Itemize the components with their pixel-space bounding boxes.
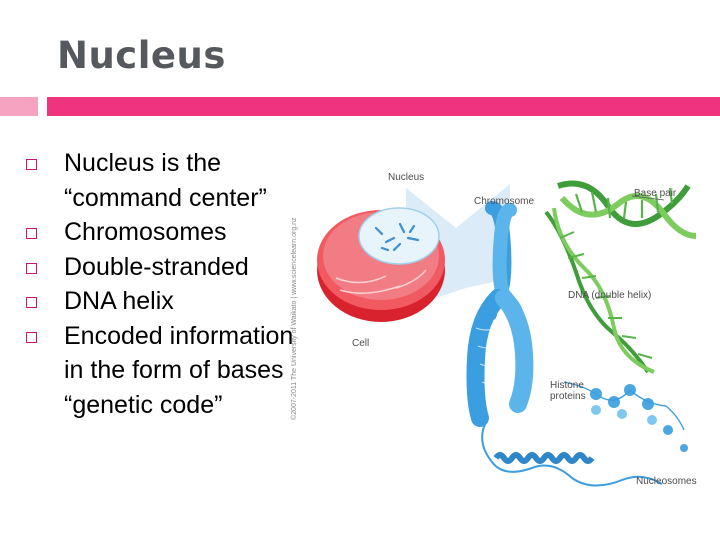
image-credit: ©2007-2011 The University of Waikato | w… xyxy=(291,217,298,420)
dna-structure-illustration xyxy=(317,180,697,487)
square-bullet-icon xyxy=(26,262,37,274)
square-bullet-icon xyxy=(26,297,37,308)
base-pair-label: Base pair xyxy=(634,188,677,199)
bullet-item: Nucleus is the “command center” xyxy=(24,146,294,215)
title-underline-accent xyxy=(47,97,720,116)
bullet-list: Nucleus is the “command center” Chromoso… xyxy=(24,146,294,422)
cell-label: Cell xyxy=(352,338,370,349)
nucleosomes-label: Nucleosomes xyxy=(636,476,697,487)
nucleus-icon xyxy=(358,207,440,265)
square-bullet-icon xyxy=(26,331,37,343)
chromosome-icon xyxy=(466,201,534,427)
bullet-item: Encoded information in the form of bases… xyxy=(24,319,294,423)
chromosome-label: Chromosome xyxy=(474,196,535,207)
chromatin-fiber-icon xyxy=(481,381,688,487)
slide-title: Nucleus xyxy=(57,34,226,77)
dna-helix-icon xyxy=(544,180,697,374)
title-underline-accent-light xyxy=(0,97,38,116)
histone-label: Histone proteins xyxy=(550,380,586,402)
nucleus-label: Nucleus xyxy=(388,172,425,183)
bullet-item: DNA helix xyxy=(24,284,294,319)
dna-label: DNA (double helix) xyxy=(568,290,652,301)
square-bullet-icon xyxy=(26,228,37,239)
bullet-item: Chromosomes xyxy=(24,215,294,250)
dna-structure-figure: Nucleus Cell Chromosome Base pair DNA (d… xyxy=(296,158,706,510)
square-bullet-icon xyxy=(26,159,37,170)
base-pair-pointer xyxy=(631,195,665,201)
bullet-item: Double-stranded xyxy=(24,250,294,285)
